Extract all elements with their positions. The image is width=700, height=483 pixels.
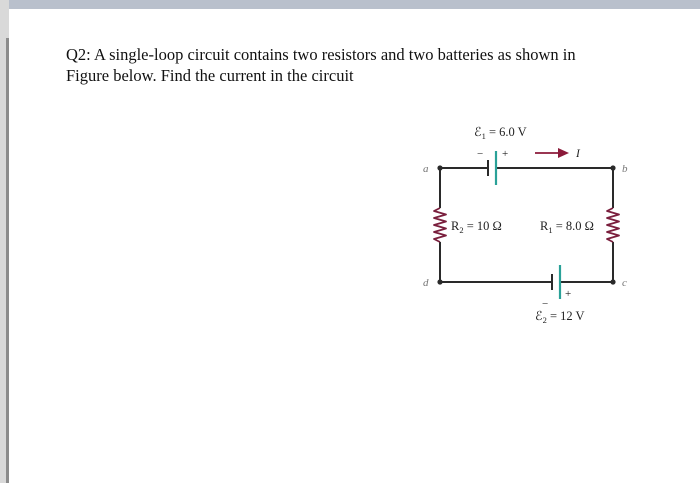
r1-sub: 1 (548, 225, 552, 235)
node-b-dot (610, 165, 616, 171)
current-label: I (575, 148, 581, 160)
resistor-r1 (606, 207, 620, 243)
circuit-wires (439, 167, 614, 283)
left-scroll-edge (6, 38, 9, 483)
resistor-r2 (433, 207, 447, 243)
emf1-minus: − (477, 148, 483, 160)
current-arrow (535, 148, 569, 158)
emf2-symbol: ℰ (535, 309, 543, 323)
node-d-label: d (423, 277, 429, 289)
r1-symbol: R (540, 219, 549, 233)
r2-symbol: R (451, 219, 460, 233)
emf2-plus: + (565, 288, 571, 300)
emf2-sub: 2 (543, 315, 547, 325)
battery-emf2 (551, 265, 562, 299)
node-d-dot (437, 279, 443, 285)
emf1-sub: 1 (482, 131, 486, 141)
emf1-value: = 6.0 V (486, 125, 527, 139)
node-c-dot (610, 279, 616, 285)
question-line-2: Figure below. Find the current in the ci… (66, 66, 354, 85)
circuit-nodes (437, 165, 616, 285)
emf2-label: ℰ2 = 12 V (535, 309, 585, 325)
question-line-1: Q2: A single-loop circuit contains two r… (66, 45, 576, 64)
emf1-label: ℰ1 = 6.0 V (474, 125, 527, 141)
node-a-label: a (423, 163, 429, 175)
top-border (0, 0, 700, 9)
r2-label: R2 = 10 Ω (451, 219, 502, 235)
node-a-dot (437, 165, 443, 171)
left-border (0, 0, 9, 483)
question-text: Q2: A single-loop circuit contains two r… (66, 44, 666, 86)
emf2-value: = 12 V (547, 309, 585, 323)
emf1-plus: + (502, 148, 508, 160)
battery-emf1 (487, 151, 498, 185)
r2-sub: 2 (459, 225, 463, 235)
r1-value: = 8.0 Ω (553, 219, 594, 233)
r2-value: = 10 Ω (464, 219, 502, 233)
node-c-label: c (622, 277, 627, 289)
node-b-label: b (622, 163, 628, 175)
r1-label: R1 = 8.0 Ω (540, 219, 594, 235)
emf2-minus: − (542, 298, 548, 310)
emf1-symbol: ℰ (474, 125, 482, 139)
